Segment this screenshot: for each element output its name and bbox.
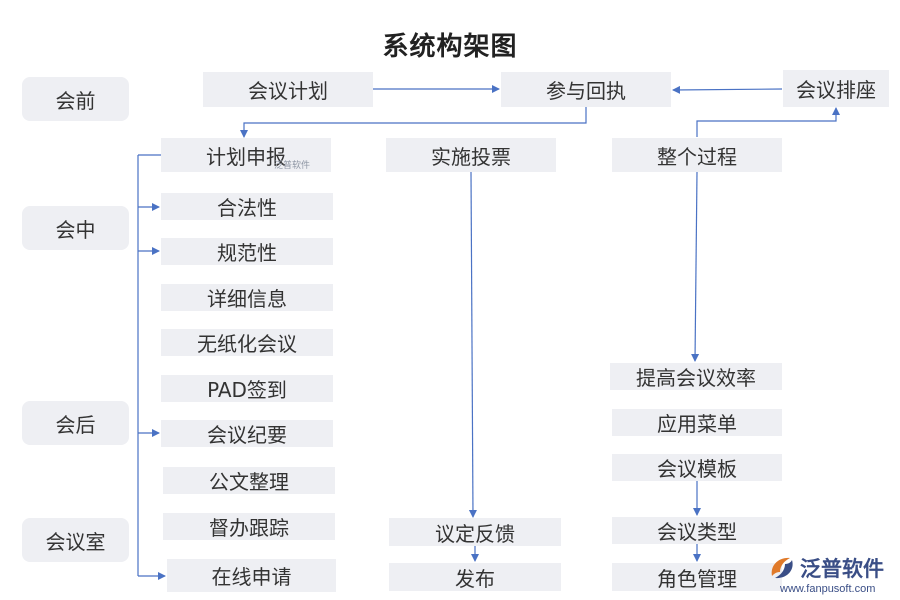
node-reply: 参与回执 [501,72,671,107]
phase-room: 会议室 [22,518,129,562]
node-template: 会议模板 [612,454,782,481]
arrow-seating-to-reply [672,85,783,94]
node-standard: 规范性 [161,238,333,265]
node-pad-checkin: PAD签到 [161,375,333,402]
node-vote: 实施投票 [386,138,556,172]
node-minutes: 会议纪要 [161,420,333,447]
node-efficiency: 提高会议效率 [610,363,782,390]
arrow-process-to-seating [696,107,840,137]
node-meeting-type: 会议类型 [612,517,782,544]
node-app-menu: 应用菜单 [612,409,782,436]
node-publish: 发布 [389,563,561,591]
node-whole-process: 整个过程 [612,138,782,172]
arrow-reply-to-declare [240,107,587,138]
node-supervise: 督办跟踪 [163,513,335,540]
node-meeting-plan: 会议计划 [203,72,373,107]
node-paperless: 无纸化会议 [161,329,333,356]
logo-text: 泛普软件 [800,557,884,581]
phase-before: 会前 [22,77,129,121]
brand-logo: 泛普软件 www.fanpusoft.com [768,554,894,598]
logo-url: www.fanpusoft.com [780,583,876,595]
node-feedback: 议定反馈 [389,518,561,546]
phase-after: 会后 [22,401,129,445]
node-online-apply: 在线申请 [167,559,336,592]
logo-mark-icon [771,557,793,579]
diagram-title: 系统构架图 [382,32,518,62]
node-seating: 会议排座 [783,70,889,107]
node-role-mgmt: 角色管理 [612,563,782,591]
phase-during: 会中 [22,206,129,250]
arrow-vote-to-feedback [468,171,477,518]
node-document: 公文整理 [163,467,335,494]
node-details: 详细信息 [161,284,333,311]
node-plan-declare: 计划申报 [161,138,331,172]
node-legality: 合法性 [161,193,333,220]
watermark-small: 泛普软件 [274,161,311,171]
arrow-process-to-efficiency [691,171,700,362]
